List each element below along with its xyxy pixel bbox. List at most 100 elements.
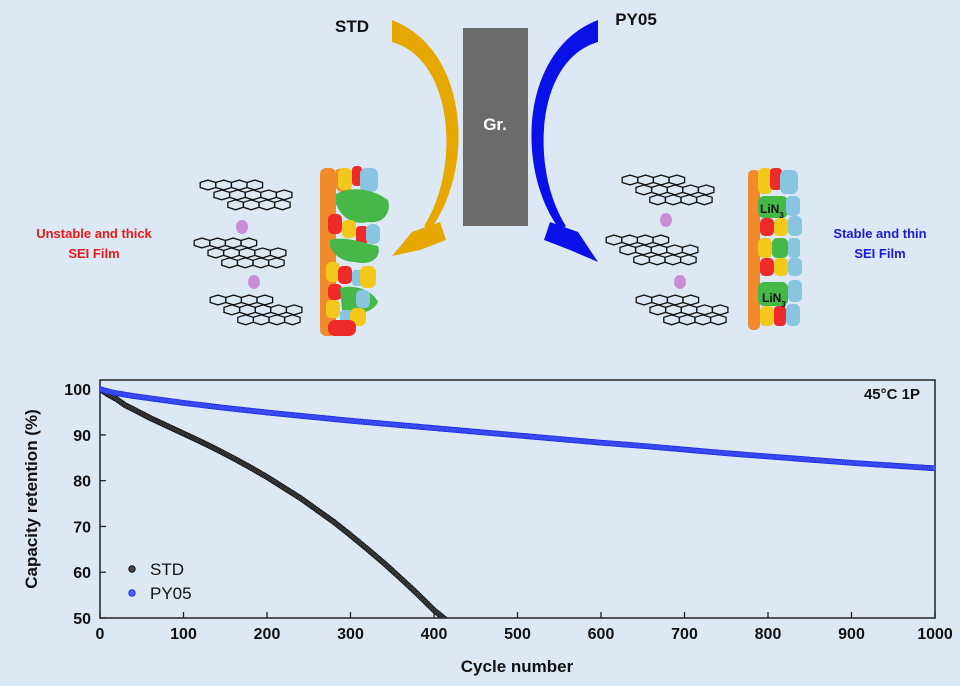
electrode-label: Gr. — [483, 115, 507, 134]
graphene-hexagon — [246, 179, 264, 191]
graphene-hexagon — [273, 199, 291, 211]
graphene-hexagon — [696, 304, 714, 316]
graphene-layers-right — [605, 174, 729, 326]
series-py05 — [100, 386, 935, 472]
graphene-hexagon — [680, 304, 698, 316]
graphene-hexagon — [664, 254, 682, 266]
x-tick-label: 0 — [96, 626, 105, 643]
graphene-hexagon — [664, 304, 682, 316]
graphene-hexagon — [633, 254, 651, 266]
graphene-hexagon — [666, 184, 684, 196]
left-caption-line2: SEI Film — [68, 246, 119, 261]
graphene-layers-left — [193, 179, 303, 326]
legend-marker-std — [128, 565, 136, 573]
graphene-hexagon — [199, 179, 217, 191]
graphene-hexagon — [634, 244, 652, 256]
graphene-hexagon — [681, 244, 699, 256]
x-axis-label: Cycle number — [461, 657, 574, 676]
graphene-hexagon — [682, 184, 700, 196]
graphene-hexagon — [635, 294, 653, 306]
schematic: Gr. STD PY05 Unstable and thick SEI Film… — [36, 10, 927, 336]
x-tick-label: 900 — [838, 626, 865, 643]
left-caption-line1: Unstable and thick — [36, 226, 152, 241]
graphene-hexagon — [664, 194, 682, 206]
plot-frame — [99, 379, 936, 619]
graphene-hexagon — [270, 304, 288, 316]
graphene-hexagon — [237, 314, 255, 326]
lin3-label: LiN3 — [760, 202, 784, 220]
graphene-hexagon — [223, 304, 241, 316]
li-ion — [248, 275, 260, 289]
graphene-hexagon — [650, 244, 668, 256]
graphene-hexagon — [648, 254, 666, 266]
graphene-hexagon — [238, 304, 256, 316]
std-arrow — [392, 20, 459, 256]
graphene-hexagon — [650, 184, 668, 196]
graphene-hexagon — [209, 237, 227, 249]
graphene-hexagon — [193, 237, 211, 249]
x-tick-label: 400 — [421, 626, 448, 643]
graphene-hexagon — [267, 257, 285, 269]
graphite-electrode — [463, 28, 528, 226]
graphene-hexagon — [222, 247, 240, 259]
legend: STD PY05 — [128, 560, 192, 603]
graphene-hexagon — [207, 247, 225, 259]
graphene-hexagon — [268, 314, 286, 326]
graphene-hexagon — [240, 294, 258, 306]
graphene-hexagon — [221, 257, 239, 269]
std-label: STD — [335, 17, 369, 36]
graphene-hexagon — [663, 314, 681, 326]
x-tick-label: 200 — [254, 626, 281, 643]
y-tick-label: 60 — [73, 565, 91, 582]
li-ion — [236, 220, 248, 234]
lin3-label: LiN3 — [762, 291, 786, 309]
chart-annotation: 45°C 1P — [864, 386, 920, 403]
li-ion — [660, 213, 672, 227]
graphene-hexagon — [635, 184, 653, 196]
graphene-hexagon — [666, 244, 684, 256]
graphene-hexagon — [652, 234, 670, 246]
graphene-hexagon — [260, 189, 278, 201]
graphene-hexagon — [649, 304, 667, 316]
graphene-hexagon — [695, 194, 713, 206]
graphene-hexagon — [227, 199, 245, 211]
y-axis-label: Capacity retention (%) — [22, 409, 41, 588]
graphene-hexagon — [228, 189, 246, 201]
graphene-hexagon — [668, 174, 686, 186]
graphene-hexagon — [619, 244, 637, 256]
graphene-hexagon — [636, 234, 654, 246]
graphene-hexagon — [652, 174, 670, 186]
graphene-hexagon — [254, 304, 272, 316]
graphene-hexagon — [285, 304, 303, 316]
graphene-hexagon — [238, 247, 256, 259]
graphene-hexagon — [225, 294, 243, 306]
graphene-hexagon — [242, 199, 260, 211]
x-tick-label: 800 — [755, 626, 782, 643]
sei-film-right — [748, 168, 802, 330]
graphene-hexagon — [256, 294, 274, 306]
graphene-hexagon — [275, 189, 293, 201]
graphene-hexagon — [709, 314, 727, 326]
right-caption-line2: SEI Film — [854, 246, 905, 261]
right-caption-line1: Stable and thin — [833, 226, 926, 241]
graphene-hexagon — [254, 247, 272, 259]
graphene-hexagon — [224, 237, 242, 249]
graphene-hexagon — [666, 294, 684, 306]
x-tick-label: 500 — [504, 626, 531, 643]
graphene-hexagon — [651, 294, 669, 306]
graphene-hexagon — [711, 304, 729, 316]
x-tick-label: 100 — [170, 626, 197, 643]
graphene-hexagon — [694, 314, 712, 326]
legend-label-py05: PY05 — [150, 584, 192, 603]
legend-marker-py05 — [128, 589, 136, 597]
graphene-hexagon — [678, 314, 696, 326]
sei-film-left — [320, 166, 389, 336]
graphene-hexagon — [682, 294, 700, 306]
graphene-hexagon — [244, 189, 262, 201]
graphene-hexagon — [209, 294, 227, 306]
y-tick-label: 90 — [73, 428, 91, 445]
graphene-hexagon — [697, 184, 715, 196]
graphene-hexagon — [637, 174, 655, 186]
